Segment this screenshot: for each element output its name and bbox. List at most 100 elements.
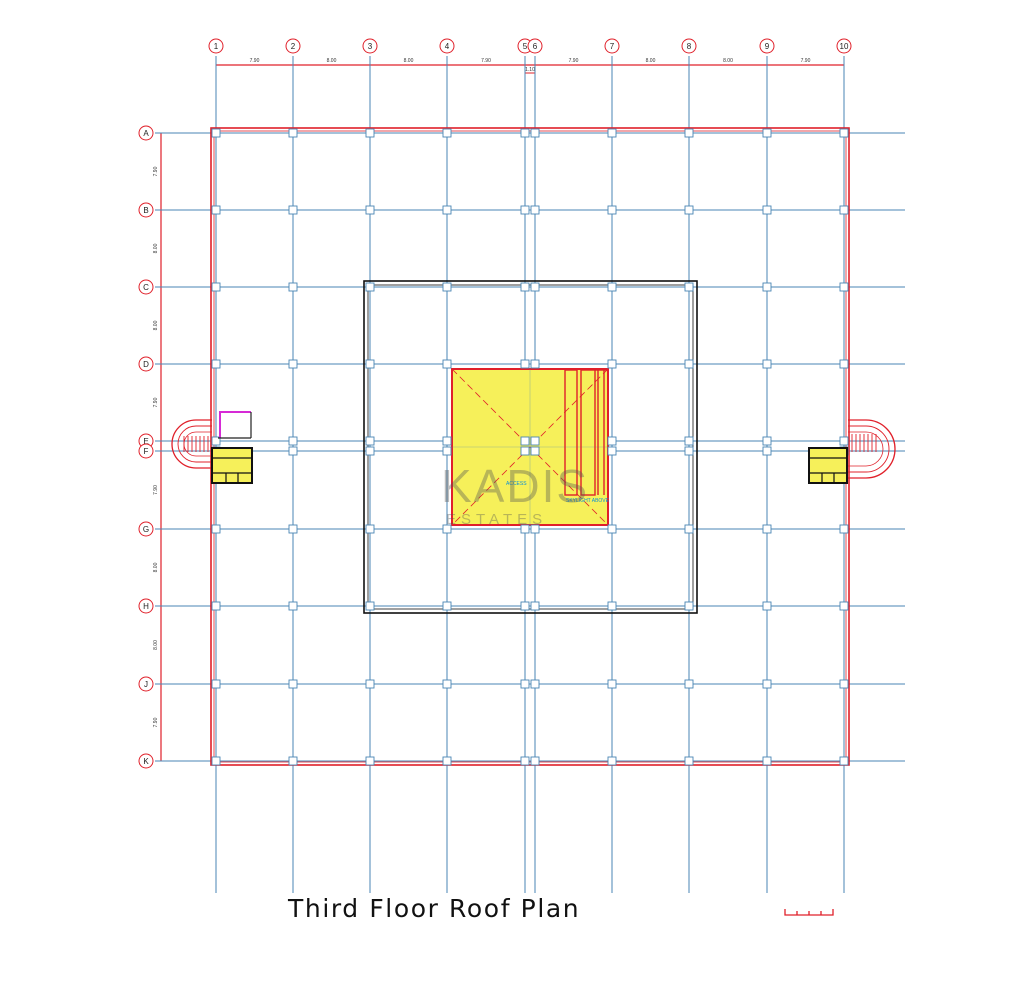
grid-bubble-col-8: 8	[681, 38, 697, 54]
column-marker	[762, 282, 772, 292]
column-marker	[530, 446, 540, 456]
column-marker	[288, 128, 298, 138]
grid-bubble-col-1: 1	[208, 38, 224, 54]
column-marker	[288, 359, 298, 369]
column-marker	[839, 601, 849, 611]
column-marker	[365, 359, 375, 369]
column-marker	[839, 679, 849, 689]
column-marker	[288, 524, 298, 534]
column-marker	[442, 282, 452, 292]
column-marker	[211, 282, 221, 292]
grid-bubble-row-F: F	[138, 443, 154, 459]
column-marker	[684, 282, 694, 292]
column-marker	[684, 679, 694, 689]
building-outline	[210, 127, 850, 766]
column-marker	[365, 205, 375, 215]
column-marker	[442, 446, 452, 456]
column-marker	[839, 359, 849, 369]
grid-bubble-circle	[138, 676, 154, 692]
grid-bubble-label: B	[143, 206, 148, 215]
row-spacing-label: 8.00	[153, 320, 159, 330]
column-marker	[365, 282, 375, 292]
column-marker	[365, 601, 375, 611]
grid-bubble-label: 4	[445, 42, 450, 51]
grid-bubble-circle	[138, 521, 154, 537]
scale-bar	[784, 909, 834, 916]
column-marker	[365, 524, 375, 534]
row-spacing-label: 7.90	[153, 717, 159, 727]
column-marker	[684, 756, 694, 766]
grid-bubble-circle	[138, 356, 154, 372]
column-marker	[520, 601, 530, 611]
column-marker	[607, 128, 617, 138]
grid-bubble-col-2: 2	[285, 38, 301, 54]
grid-bubble-col-7: 7	[604, 38, 620, 54]
column-marker	[520, 436, 530, 446]
grid-bubble-circle	[527, 38, 543, 54]
grid-bubble-circle	[138, 279, 154, 295]
column-marker	[365, 679, 375, 689]
column-marker	[684, 601, 694, 611]
grid-bubble-circle	[285, 38, 301, 54]
column-marker	[365, 128, 375, 138]
grid-bubble-col-10: 10	[836, 38, 852, 54]
column-marker	[607, 359, 617, 369]
grid-bubble-label: 9	[765, 42, 770, 51]
grid-bubble-label: 8	[687, 42, 692, 51]
column-marker	[607, 436, 617, 446]
right-stair	[808, 419, 896, 484]
column-spacing-label: 8.00	[327, 58, 337, 64]
column-marker	[530, 436, 540, 446]
column-marker	[530, 679, 540, 689]
column-marker	[211, 359, 221, 369]
column-marker	[442, 128, 452, 138]
watermark-logo: KADIS ESTATES	[441, 460, 587, 528]
atrium-note-1: ACCESS	[506, 481, 527, 487]
column-marker	[211, 524, 221, 534]
row-spacing-label: 7.90	[153, 397, 159, 407]
plan-title: Third Floor Roof Plan	[288, 894, 581, 923]
column-spacing-label: 7.90	[481, 58, 491, 64]
grid-bubble-row-K: K	[138, 753, 154, 769]
column-marker	[762, 205, 772, 215]
grid-bubble-label: G	[143, 525, 149, 534]
column-marker	[839, 756, 849, 766]
column-marker	[442, 205, 452, 215]
column-marker	[442, 524, 452, 534]
column-marker	[607, 524, 617, 534]
grid-bubble-row-D: D	[138, 356, 154, 372]
row-spacing-label: 8.00	[153, 640, 159, 650]
grid-bubble-label: H	[143, 602, 149, 611]
left-stair	[171, 411, 253, 484]
row-spacing-label: 8.00	[153, 243, 159, 253]
column-marker	[530, 359, 540, 369]
column-spacing-label: 8.00	[723, 58, 733, 64]
grid-bubble-col-9: 9	[759, 38, 775, 54]
column-marker	[684, 359, 694, 369]
atrium-note-2: SKYLIGHT ABOVE	[566, 498, 610, 504]
grid-bubble-row-B: B	[138, 202, 154, 218]
column-marker	[530, 282, 540, 292]
horizontal-grid-lines	[155, 132, 905, 762]
grid-bubble-label: F	[144, 447, 149, 456]
grid-bubble-circle	[836, 38, 852, 54]
grid-bubble-row-G: G	[138, 521, 154, 537]
column-marker	[520, 756, 530, 766]
column-marker	[288, 756, 298, 766]
grid-bubble-col-4: 4	[439, 38, 455, 54]
column-marker	[762, 436, 772, 446]
column-marker	[530, 601, 540, 611]
grid-bubble-label: 10	[840, 42, 849, 51]
grid-bubble-row-C: C	[138, 279, 154, 295]
atrium-skylight: ACCESS SKYLIGHT ABOVE	[451, 368, 610, 526]
column-marker	[520, 128, 530, 138]
column-marker	[762, 756, 772, 766]
column-spacing-label: 1.10	[525, 67, 535, 73]
grid-bubble-circle	[138, 202, 154, 218]
column-marker	[288, 436, 298, 446]
column-marker	[211, 128, 221, 138]
grid-bubble-label: E	[143, 437, 148, 446]
column-marker	[684, 436, 694, 446]
grid-bubble-row-A: A	[138, 125, 154, 141]
